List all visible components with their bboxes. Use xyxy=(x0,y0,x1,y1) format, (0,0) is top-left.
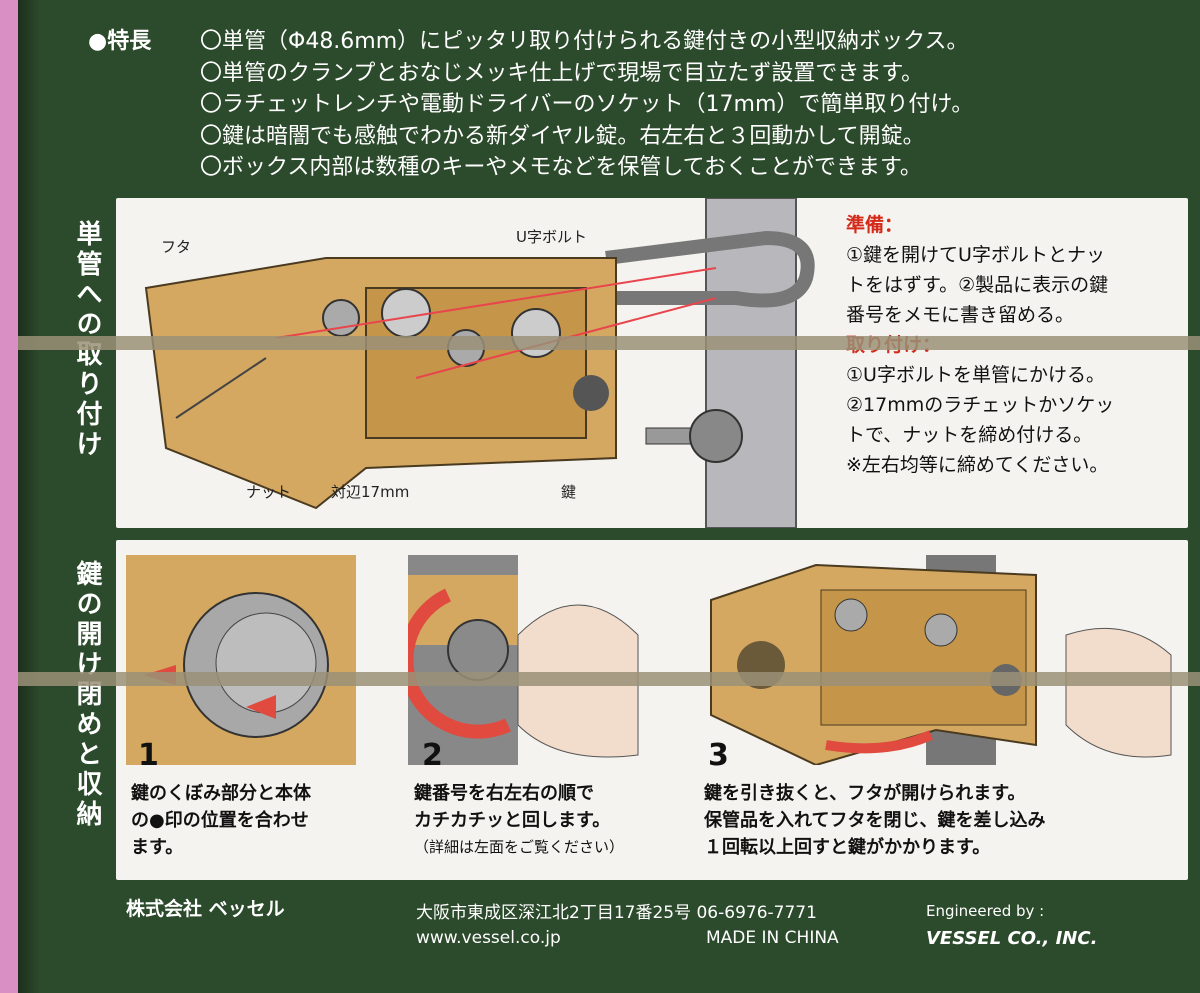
pipe xyxy=(705,198,797,528)
step2-number: 2 xyxy=(422,738,443,773)
step2-note: （詳細は左面をご覧ください） xyxy=(414,838,625,856)
step1-line: 鍵のくぼみ部分と本体 xyxy=(131,783,311,804)
label-lid: フタ xyxy=(161,238,192,256)
step3-number: 3 xyxy=(708,738,729,773)
step2-line: 鍵番号を右左右の順で xyxy=(414,783,594,804)
prep-line: トをはずす。②製品に表示の鍵 xyxy=(846,274,1109,296)
features-heading: ●特長 xyxy=(88,29,152,54)
label-nut-size: 対辺17mm xyxy=(331,483,410,501)
step3-line: 鍵を引き抜くと、フタが開けられます。 xyxy=(704,783,1026,804)
attach-line: ②17mmのラチェットかソケッ xyxy=(846,394,1115,416)
step1-illustration xyxy=(126,555,356,765)
install-panel: フタ U字ボルト ナット 対辺17mm 鍵 準備： ①鍵を開けてU字ボルトとナッ… xyxy=(116,198,1188,528)
step1-number: 1 xyxy=(138,738,159,773)
feature-item: 〇ラチェットレンチや電動ドライバーのソケット（17mm）で簡単取り付け。 xyxy=(200,92,974,117)
step1-text: 鍵のくぼみ部分と本体 の●印の位置を合わせ ます。 xyxy=(131,780,311,861)
company-url: www.vessel.co.jp xyxy=(416,928,561,948)
feature-item: 〇単管（Φ48.6mm）にピッタリ取り付けられる鍵付きの小型収納ボックス。 xyxy=(200,29,969,54)
step3-illustration xyxy=(710,555,1172,765)
label-key: 鍵 xyxy=(561,483,577,501)
step2-line: カチカチッと回します。 xyxy=(414,810,611,831)
u-bolt xyxy=(605,230,815,308)
install-illustration xyxy=(144,198,815,528)
features-block: ●特長 〇単管（Φ48.6mm）にピッタリ取り付けられる鍵付きの小型収納ボックス… xyxy=(88,26,1160,184)
step2-illustration xyxy=(408,555,639,765)
engineered-label: Engineered by : xyxy=(926,902,1045,920)
install-instructions: 準備： ①鍵を開けてU字ボルトとナッ トをはずす。②製品に表示の鍵 番号をメモに… xyxy=(846,210,1186,480)
engineered-name: VESSEL CO., INC. xyxy=(926,928,1098,949)
step1-line: の●印の位置を合わせ xyxy=(131,810,309,831)
made-in: MADE IN CHINA xyxy=(706,928,839,948)
tape-tear xyxy=(18,672,1200,686)
prep-line: 番号をメモに書き留める。 xyxy=(846,304,1075,326)
dial-key xyxy=(689,409,743,463)
steps-panel: 1 鍵のくぼみ部分と本体 の●印の位置を合わせ ます。 2 鍵番号を右左右の順で… xyxy=(116,540,1188,880)
feature-item: 〇ボックス内部は数種のキーやメモなどを保管しておくことができます。 xyxy=(200,155,922,180)
step2-text: 鍵番号を右左右の順で カチカチッと回します。 （詳細は左面をご覧ください） xyxy=(414,780,624,861)
company-address: 大阪市東成区深江北2丁目17番25号 06-6976-7771 xyxy=(416,903,817,923)
step3-line: 保管品を入れてフタを閉じ、鍵を差し込み xyxy=(704,810,1046,831)
label-nut: ナット xyxy=(246,483,292,501)
side-label-open: 鍵の開け閉めと収納 xyxy=(72,560,102,830)
step1-line: ます。 xyxy=(131,837,184,858)
prep-line: ①鍵を開けてU字ボルトとナッ xyxy=(846,244,1105,266)
attach-line: ※左右均等に締めてください。 xyxy=(846,454,1109,476)
feature-item: 〇鍵は暗闇でも感触でわかる新ダイヤル錠。右左右と３回動かして開錠。 xyxy=(200,123,925,149)
prep-title: 準備： xyxy=(846,214,904,236)
tape-tear xyxy=(18,336,1200,350)
company-name: 株式会社 ベッセル xyxy=(126,898,285,920)
attach-line: ①U字ボルトを単管にかける。 xyxy=(846,364,1105,386)
attach-line: トで、ナットを締め付ける。 xyxy=(846,424,1093,446)
step3-line: １回転以上回すと鍵がかかります。 xyxy=(704,837,991,858)
feature-item: 〇単管のクランプとおなじメッキ仕上げで現場で目立たず設置できます。 xyxy=(200,60,924,86)
footer: 株式会社 ベッセル 大阪市東成区深江北2丁目17番25号 06-6976-777… xyxy=(116,888,1170,988)
step3-text: 鍵を引き抜くと、フタが開けられます。 保管品を入れてフタを閉じ、鍵を差し込み １… xyxy=(704,780,1045,861)
product-box: ●特長 〇単管（Φ48.6mm）にピッタリ取り付けられる鍵付きの小型収納ボックス… xyxy=(18,0,1200,993)
label-ubolt: U字ボルト xyxy=(516,228,587,246)
